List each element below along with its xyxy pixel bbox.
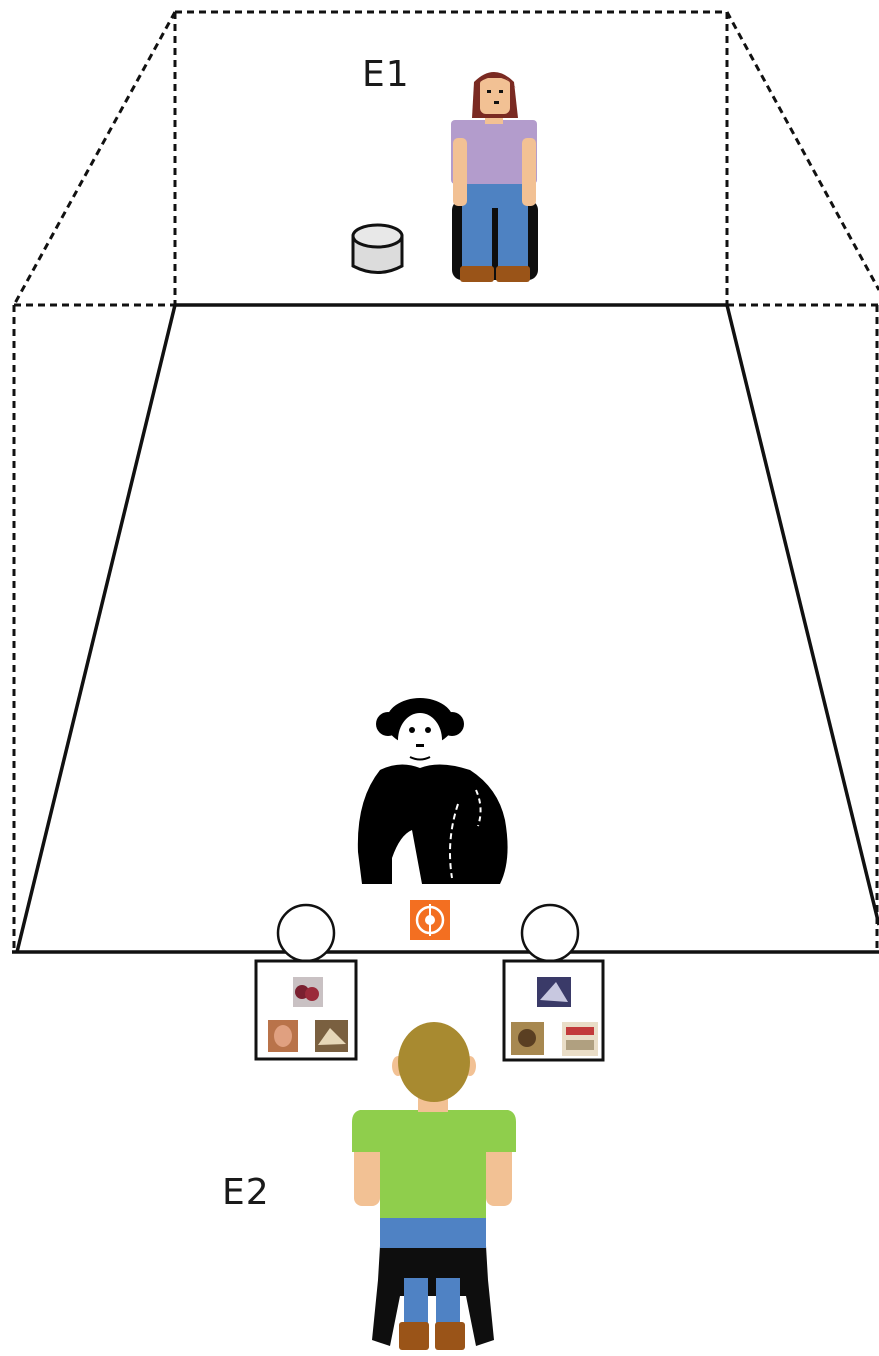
seated-woman-icon xyxy=(451,72,538,282)
enclosure-ceiling-edges xyxy=(14,12,879,305)
bucket-icon xyxy=(353,225,402,273)
button-icon xyxy=(410,900,450,940)
photo-board-right xyxy=(504,905,603,1060)
experimenter-1-label: E1 xyxy=(362,54,410,95)
experimenter-2-label: E2 xyxy=(222,1172,270,1213)
seated-man-icon xyxy=(352,1022,516,1350)
photo-board-left xyxy=(256,905,356,1059)
chimpanzee-icon xyxy=(358,698,508,884)
